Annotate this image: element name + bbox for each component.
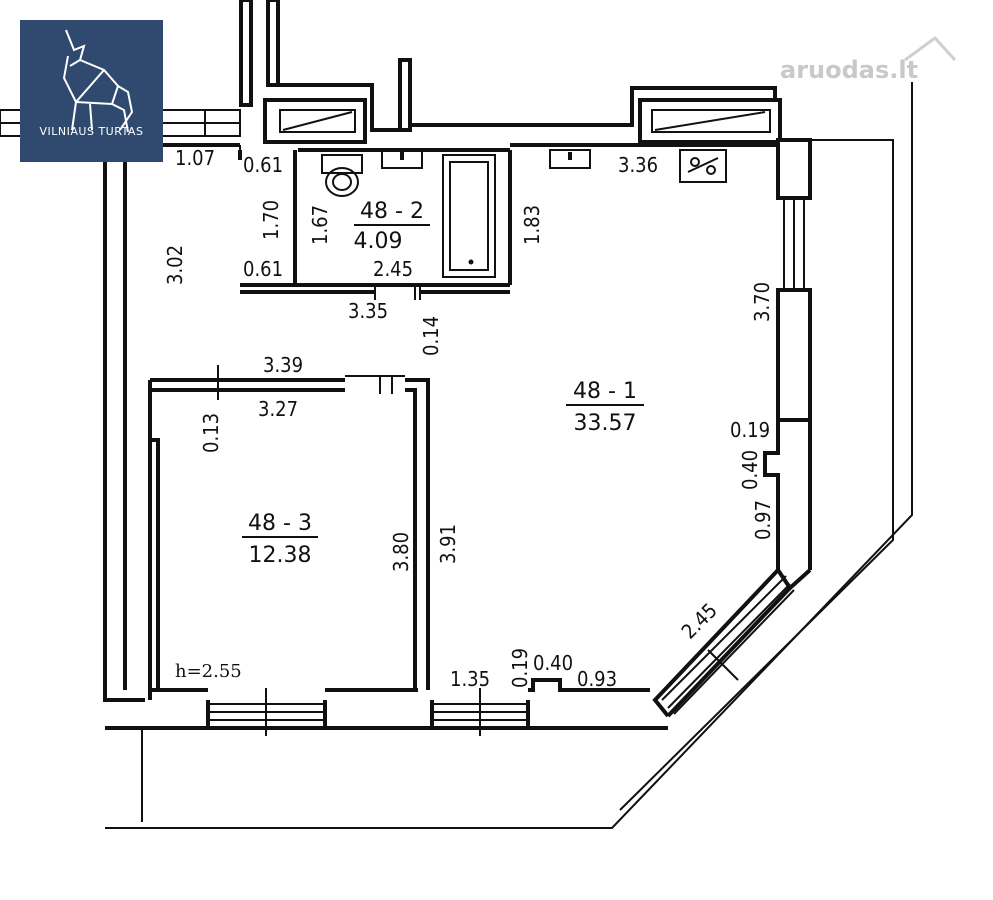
dimension-label: 0.40 (533, 651, 573, 675)
room-id: 48 - 1 (573, 379, 637, 404)
dimension-label: 2.45 (373, 257, 413, 281)
watermark-house-icon (904, 35, 957, 62)
dimension-label: 3.70 (750, 282, 774, 322)
room-area: 33.57 (574, 411, 637, 436)
watermark-text: aruodas.lt (780, 56, 918, 84)
bathtub-icon (442, 154, 496, 278)
dimension-label: 0.13 (199, 413, 223, 453)
window-room-1-right (783, 197, 805, 291)
dimension-label: 0.14 (419, 316, 443, 356)
window-room-1-diagonal (661, 575, 795, 715)
corridor-walls (239, 0, 777, 132)
vent-shaft-left (263, 98, 367, 144)
dimension-label: 0.97 (751, 500, 775, 540)
dimension-label: 0.19 (730, 418, 770, 442)
wolf-logo-icon (62, 29, 134, 133)
dimension-label: 3.91 (436, 524, 460, 564)
room-id: 48 - 2 (360, 199, 424, 224)
kitchen-sink-icon (549, 149, 591, 169)
room-label-48-3: 48 - 3 12.38 (242, 511, 318, 568)
dimension-label: 0.40 (738, 450, 762, 490)
dimension-label: 3.80 (389, 532, 413, 572)
vent-shaft-right (638, 98, 782, 144)
logo-text: VILNIAUS TURTAS (39, 125, 144, 138)
room-id: 48 - 3 (248, 511, 312, 536)
vilniaus-turtas-logo: VILNIAUS TURTAS (20, 20, 163, 162)
dimension-label: 1.70 (259, 200, 283, 240)
dimension-ticks (217, 145, 416, 400)
dimension-label: 0.93 (577, 667, 617, 691)
sink-icon (381, 149, 423, 169)
interior-walls (148, 148, 512, 700)
room-label-48-2: 48 - 2 4.09 (354, 199, 430, 254)
dimension-labels: 1.07 0.61 0.61 2.45 3.36 3.35 3.39 3.27 … (163, 146, 775, 691)
toilet-icon (321, 154, 363, 197)
balcony-outline (105, 82, 913, 829)
dimension-label: 1.83 (520, 205, 544, 245)
dimension-label: 3.39 (263, 353, 303, 377)
dimension-label: 1.35 (450, 667, 490, 691)
stove-icon (679, 149, 727, 183)
dimension-label: 3.36 (618, 153, 658, 177)
dimension-label: 3.02 (163, 245, 187, 285)
room-area: 12.38 (249, 543, 312, 568)
dimension-label: 3.27 (258, 397, 298, 421)
dimension-label: 0.61 (243, 257, 283, 281)
dimension-label: 0.61 (243, 153, 283, 177)
dimension-label: 1.67 (308, 205, 332, 245)
dimension-label: 0.19 (508, 648, 532, 688)
dimension-label: 3.35 (348, 299, 388, 323)
room-area: 4.09 (354, 229, 403, 254)
ceiling-height-label: h=2.55 (175, 661, 242, 682)
window-room-3 (208, 688, 325, 736)
window-room-1-bottom (432, 688, 528, 736)
dimension-label: 1.07 (175, 146, 215, 170)
room-label-48-1: 48 - 1 33.57 (566, 379, 644, 436)
